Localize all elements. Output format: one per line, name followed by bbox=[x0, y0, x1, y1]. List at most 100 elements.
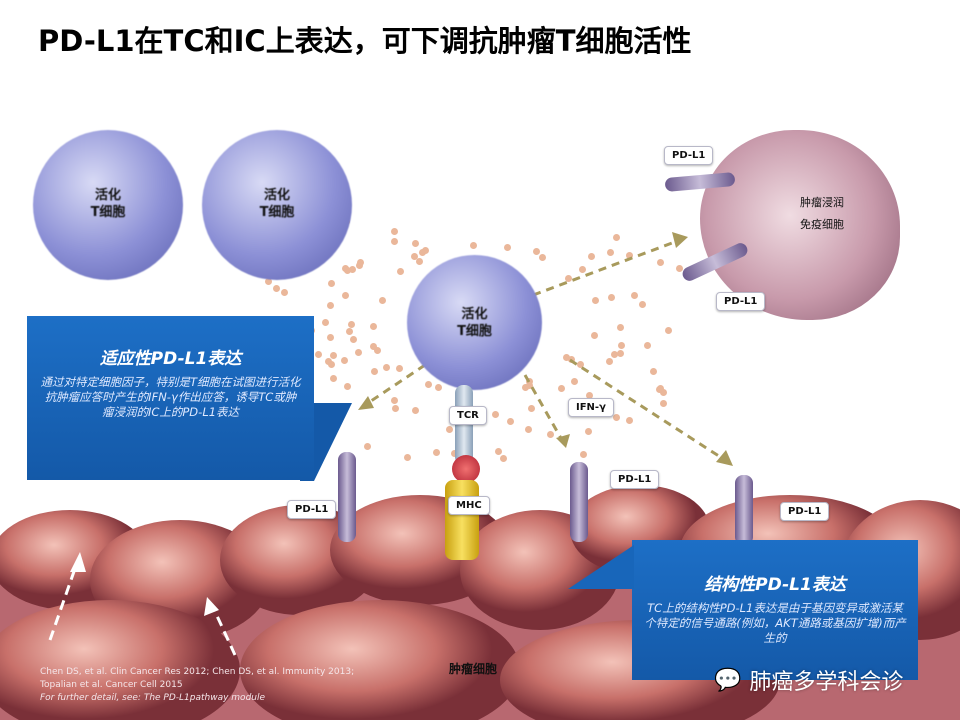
cytokine-dot bbox=[374, 347, 382, 355]
cytokine-dot bbox=[527, 405, 535, 413]
cytokine-dot bbox=[607, 249, 614, 257]
cytokine-dot bbox=[521, 384, 529, 392]
activated-t-cell: 活化 T细胞 bbox=[33, 130, 183, 280]
cytokine-dot bbox=[500, 454, 508, 462]
cytokine-dot bbox=[539, 253, 547, 261]
cytokine-dot bbox=[565, 275, 573, 283]
cytokine-dot bbox=[433, 448, 441, 456]
pdl1-label: PD-L1 bbox=[610, 470, 660, 489]
cytokine-dot bbox=[611, 351, 619, 359]
cytokine-dot bbox=[328, 280, 336, 288]
adaptive-body: 通过对特定细胞因子，特别是T细胞在试图进行活化抗肿瘤应答时产生的IFN-γ作出应… bbox=[40, 375, 301, 419]
cytokine-dot bbox=[364, 442, 372, 450]
cytokine-dot bbox=[592, 297, 600, 305]
cytokine-dot bbox=[612, 414, 620, 422]
cytokine-dot bbox=[370, 342, 378, 350]
cytokine-dot bbox=[355, 349, 363, 357]
cytokine-dot bbox=[347, 320, 355, 328]
cytokine-dot bbox=[617, 324, 625, 332]
cytokine-dot bbox=[382, 363, 390, 371]
adaptive-heading: 适应性PD-L1表达 bbox=[99, 349, 242, 369]
pdl1-label: PD-L1 bbox=[780, 502, 830, 521]
t-cell-label: 活化 T细胞 bbox=[457, 307, 492, 340]
arrow-left bbox=[364, 363, 426, 407]
cytokine-dot bbox=[591, 332, 599, 340]
cytokine-dot bbox=[415, 258, 423, 266]
mhc-label: MHC bbox=[448, 496, 490, 515]
cytokine-dot bbox=[579, 265, 587, 273]
cytokine-dot bbox=[327, 302, 335, 309]
cytokine-dot bbox=[617, 341, 625, 349]
cytokine-dot bbox=[585, 391, 593, 399]
cytokine-dot bbox=[346, 328, 354, 336]
wechat-icon: 💬 bbox=[714, 667, 742, 693]
activated-t-cell-center: 活化 T细胞 bbox=[407, 255, 542, 390]
cytokine-dot bbox=[391, 227, 399, 235]
cytokine-dot bbox=[327, 333, 335, 341]
watermark-text: 肺癌多学科会诊 bbox=[749, 670, 904, 695]
constitutive-expression-box: 结构性PD-L1表达 TC上的结构性PD-L1表达是由于基因变异或激活某个特定的… bbox=[632, 540, 918, 680]
cytokine-dot bbox=[584, 427, 592, 435]
cytokine-dot bbox=[370, 368, 378, 376]
cytokine-dot bbox=[525, 381, 533, 389]
watermark: 💬 肺癌多学科会诊 bbox=[714, 664, 903, 696]
cytokine-dot bbox=[656, 385, 664, 393]
arrow-right bbox=[569, 358, 726, 462]
tumor-cell-label: 肿瘤细胞 bbox=[449, 662, 498, 676]
cytokine-dot bbox=[403, 453, 411, 461]
cytokine-dot bbox=[422, 247, 430, 255]
cytokine-dot bbox=[525, 425, 533, 433]
pdl1-protein bbox=[570, 462, 588, 542]
cytokine-dot bbox=[445, 425, 453, 433]
white-arrow-2 bbox=[210, 604, 237, 656]
cytokine-dot bbox=[625, 251, 633, 259]
tcr-protein bbox=[455, 385, 473, 465]
cytokine-dot bbox=[327, 361, 335, 368]
cytokine-dot bbox=[607, 293, 615, 301]
cytokine-dot bbox=[411, 252, 419, 260]
cytokine-dot bbox=[355, 261, 363, 269]
pdl1-label: PD-L1 bbox=[287, 500, 337, 519]
cytokine-dot bbox=[434, 383, 442, 391]
cytokine-dot bbox=[650, 367, 658, 375]
cytokine-dot bbox=[342, 264, 350, 272]
arrow-down bbox=[523, 374, 564, 441]
cytokine-dot bbox=[660, 389, 668, 397]
cytokine-dot bbox=[330, 374, 338, 382]
cytokine-dot bbox=[469, 241, 477, 249]
cytokine-dot bbox=[330, 351, 338, 359]
t-cell-label: 活化 T细胞 bbox=[259, 188, 295, 220]
cytokine-dot bbox=[315, 350, 323, 358]
cytokine-dot bbox=[571, 378, 579, 386]
cytokine-dot bbox=[411, 406, 419, 414]
cytokine-dot bbox=[557, 384, 565, 392]
activated-t-cell: 活化 T细胞 bbox=[202, 130, 352, 280]
white-arrow-1 bbox=[48, 559, 80, 641]
reference-note: For further detail, see: The PD-L1pathwa… bbox=[40, 693, 266, 703]
cytokine-dot bbox=[638, 300, 646, 308]
constitutive-heading: 结构性PD-L1表达 bbox=[704, 575, 846, 595]
reference-line: Topalian et al. Cancer Cell 2015 bbox=[40, 680, 183, 690]
pdl1-label: PD-L1 bbox=[716, 292, 766, 311]
cytokine-dot bbox=[425, 381, 433, 388]
cytokine-dot bbox=[631, 292, 639, 300]
cytokine-dot bbox=[504, 243, 512, 251]
references: Chen DS, et al. Clin Cancer Res 2012; Ch… bbox=[40, 666, 354, 705]
cytokine-dot bbox=[340, 356, 348, 364]
antigen bbox=[452, 455, 480, 483]
cytokine-dot bbox=[657, 258, 665, 266]
mhc-protein bbox=[445, 480, 479, 560]
pdl1-label: PD-L1 bbox=[664, 146, 714, 165]
cytokine-dot bbox=[579, 450, 587, 458]
cytokine-dot bbox=[533, 248, 541, 255]
constitutive-box-pointer bbox=[568, 545, 634, 589]
constitutive-body: TC上的结构性PD-L1表达是由于基因变异或激活某个特定的信号通路(例如，AKT… bbox=[644, 601, 906, 645]
cytokine-dot bbox=[395, 364, 403, 372]
cytokine-dot bbox=[379, 296, 386, 304]
cytokine-dot bbox=[322, 318, 330, 326]
arrow-to-ic bbox=[519, 238, 681, 302]
cytokine-dot bbox=[491, 411, 499, 419]
cytokine-dot bbox=[605, 357, 613, 365]
cytokine-dot bbox=[369, 322, 377, 330]
